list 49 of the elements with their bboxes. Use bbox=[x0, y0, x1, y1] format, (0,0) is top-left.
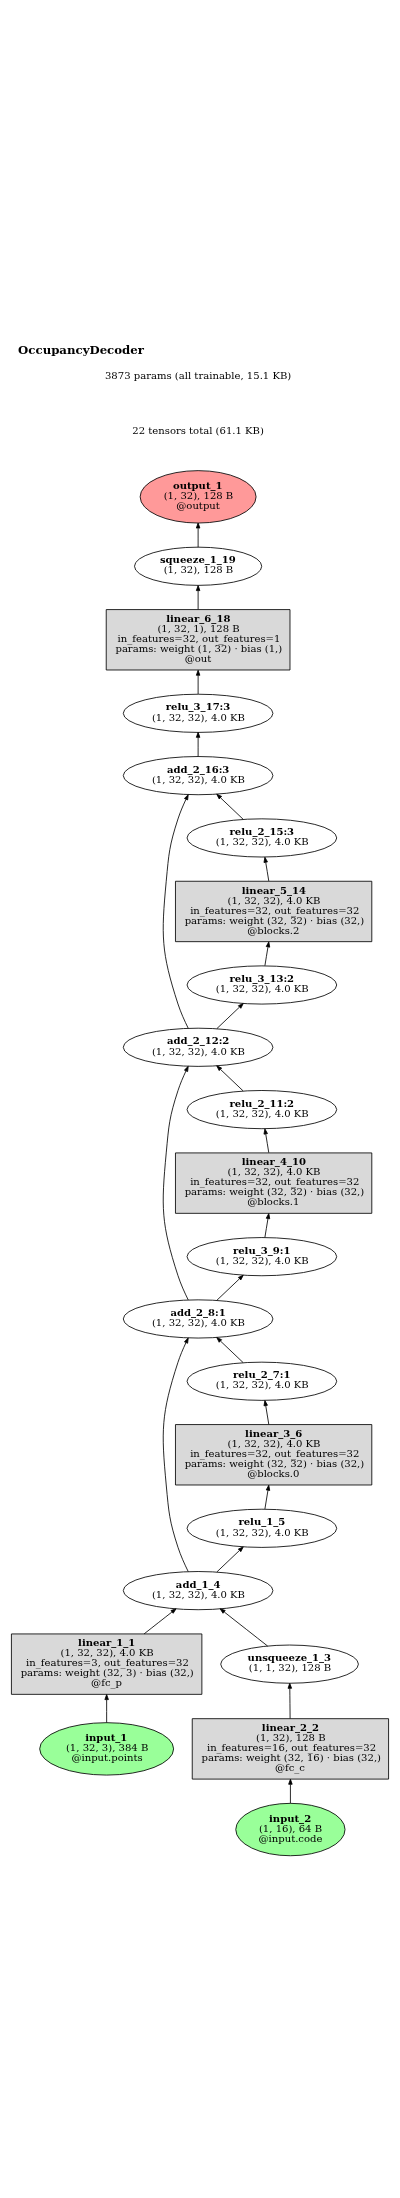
arrow bbox=[216, 793, 244, 820]
node-box: linear_2_2 (1, 32), 128 B in_features=16, out_features=32 params: weight (32, 16) · bias (32,) @fc_c bbox=[191, 1718, 389, 1780]
node-ellipse: add_2_16:3 (1, 32, 32), 4.0 KB bbox=[122, 756, 274, 796]
arrow bbox=[195, 731, 201, 757]
label: 3873 params (all trainable, 15.1 KB) bbox=[104, 370, 292, 382]
arrow bbox=[195, 669, 201, 695]
node-ellipse: relu_3_17:3 (1, 32, 32), 4.0 KB bbox=[122, 693, 274, 733]
arrow bbox=[162, 794, 189, 1029]
node-ellipse: relu_2_15:3 (1, 32, 32), 4.0 KB bbox=[186, 818, 338, 858]
node-box: linear_1_1 (1, 32, 32), 4.0 KB in_features=3, out_features=32 params: weight (32, 3) · bias (32,) @fc_p bbox=[11, 1633, 203, 1695]
arrow bbox=[216, 1337, 244, 1363]
diagram-title: OccupancyDecoder bbox=[18, 343, 144, 358]
label: 22 tensors total (61.1 KB) bbox=[132, 424, 264, 436]
node-box: linear_3_6 (1, 32, 32), 4.0 KB in_features=32, out_features=32 params: weight (32, 32) · bias (32,) @blocks.0 bbox=[175, 1424, 373, 1486]
node-ellipse: input_1 (1, 32, 3), 384 B @input.points bbox=[39, 1722, 175, 1776]
node-ellipse: relu_3_13:2 (1, 32, 32), 4.0 KB bbox=[186, 965, 338, 1005]
arrow bbox=[219, 1608, 269, 1647]
node-ellipse: add_2_12:2 (1, 32, 32), 4.0 KB bbox=[122, 1027, 274, 1067]
arrow bbox=[263, 1128, 270, 1154]
node-ellipse: unsqueeze_1_3 (1, 1, 32), 128 B bbox=[220, 1644, 359, 1684]
node-ellipse: relu_2_7:1 (1, 32, 32), 4.0 KB bbox=[186, 1361, 338, 1401]
arrow bbox=[216, 1274, 244, 1301]
node-ellipse: relu_3_9:1 (1, 32, 32), 4.0 KB bbox=[186, 1237, 338, 1277]
arrow bbox=[216, 1003, 244, 1029]
arrow bbox=[264, 1484, 271, 1510]
node-ellipse: input_2 (1, 16), 64 B @input.code bbox=[235, 1802, 346, 1857]
arrow bbox=[264, 1213, 271, 1238]
node-box: linear_4_10 (1, 32, 32), 4.0 KB in_features=32, out_features=32 params: weight (32, 32) · bias (32,) @blocks.1 bbox=[175, 1152, 373, 1214]
arrow bbox=[264, 941, 271, 967]
arrow bbox=[143, 1608, 177, 1635]
arrow bbox=[104, 1694, 109, 1724]
arrow bbox=[195, 585, 201, 610]
arrow bbox=[288, 1778, 293, 1804]
arrow bbox=[216, 1065, 244, 1092]
arrow bbox=[263, 856, 270, 882]
node-box: linear_6_18 (1, 32, 1), 128 B in_features=32, out_features=1 params: weight (1, 32) · bias (1,) @out bbox=[105, 609, 291, 671]
node-ellipse: output_1 (1, 32), 128 B @output bbox=[139, 470, 257, 524]
node-ellipse: relu_1_5 (1, 32, 32), 4.0 KB bbox=[186, 1508, 338, 1548]
node-box: linear_5_14 (1, 32, 32), 4.0 KB in_features=32, out_features=32 params: weight (32, 32) · bias (32,) @blocks.2 bbox=[175, 880, 373, 943]
arrow bbox=[287, 1682, 292, 1719]
arrow bbox=[162, 1337, 189, 1572]
arrow bbox=[216, 1546, 244, 1573]
node-ellipse: add_1_4 (1, 32, 32), 4.0 KB bbox=[122, 1571, 274, 1611]
arrow bbox=[162, 1065, 189, 1301]
arrow bbox=[195, 522, 201, 548]
node-ellipse: relu_2_11:2 (1, 32, 32), 4.0 KB bbox=[186, 1090, 338, 1130]
arrow bbox=[263, 1400, 270, 1425]
node-ellipse: squeeze_1_19 (1, 32), 128 B bbox=[134, 546, 263, 586]
node-ellipse: add_2_8:1 (1, 32, 32), 4.0 KB bbox=[122, 1299, 274, 1339]
